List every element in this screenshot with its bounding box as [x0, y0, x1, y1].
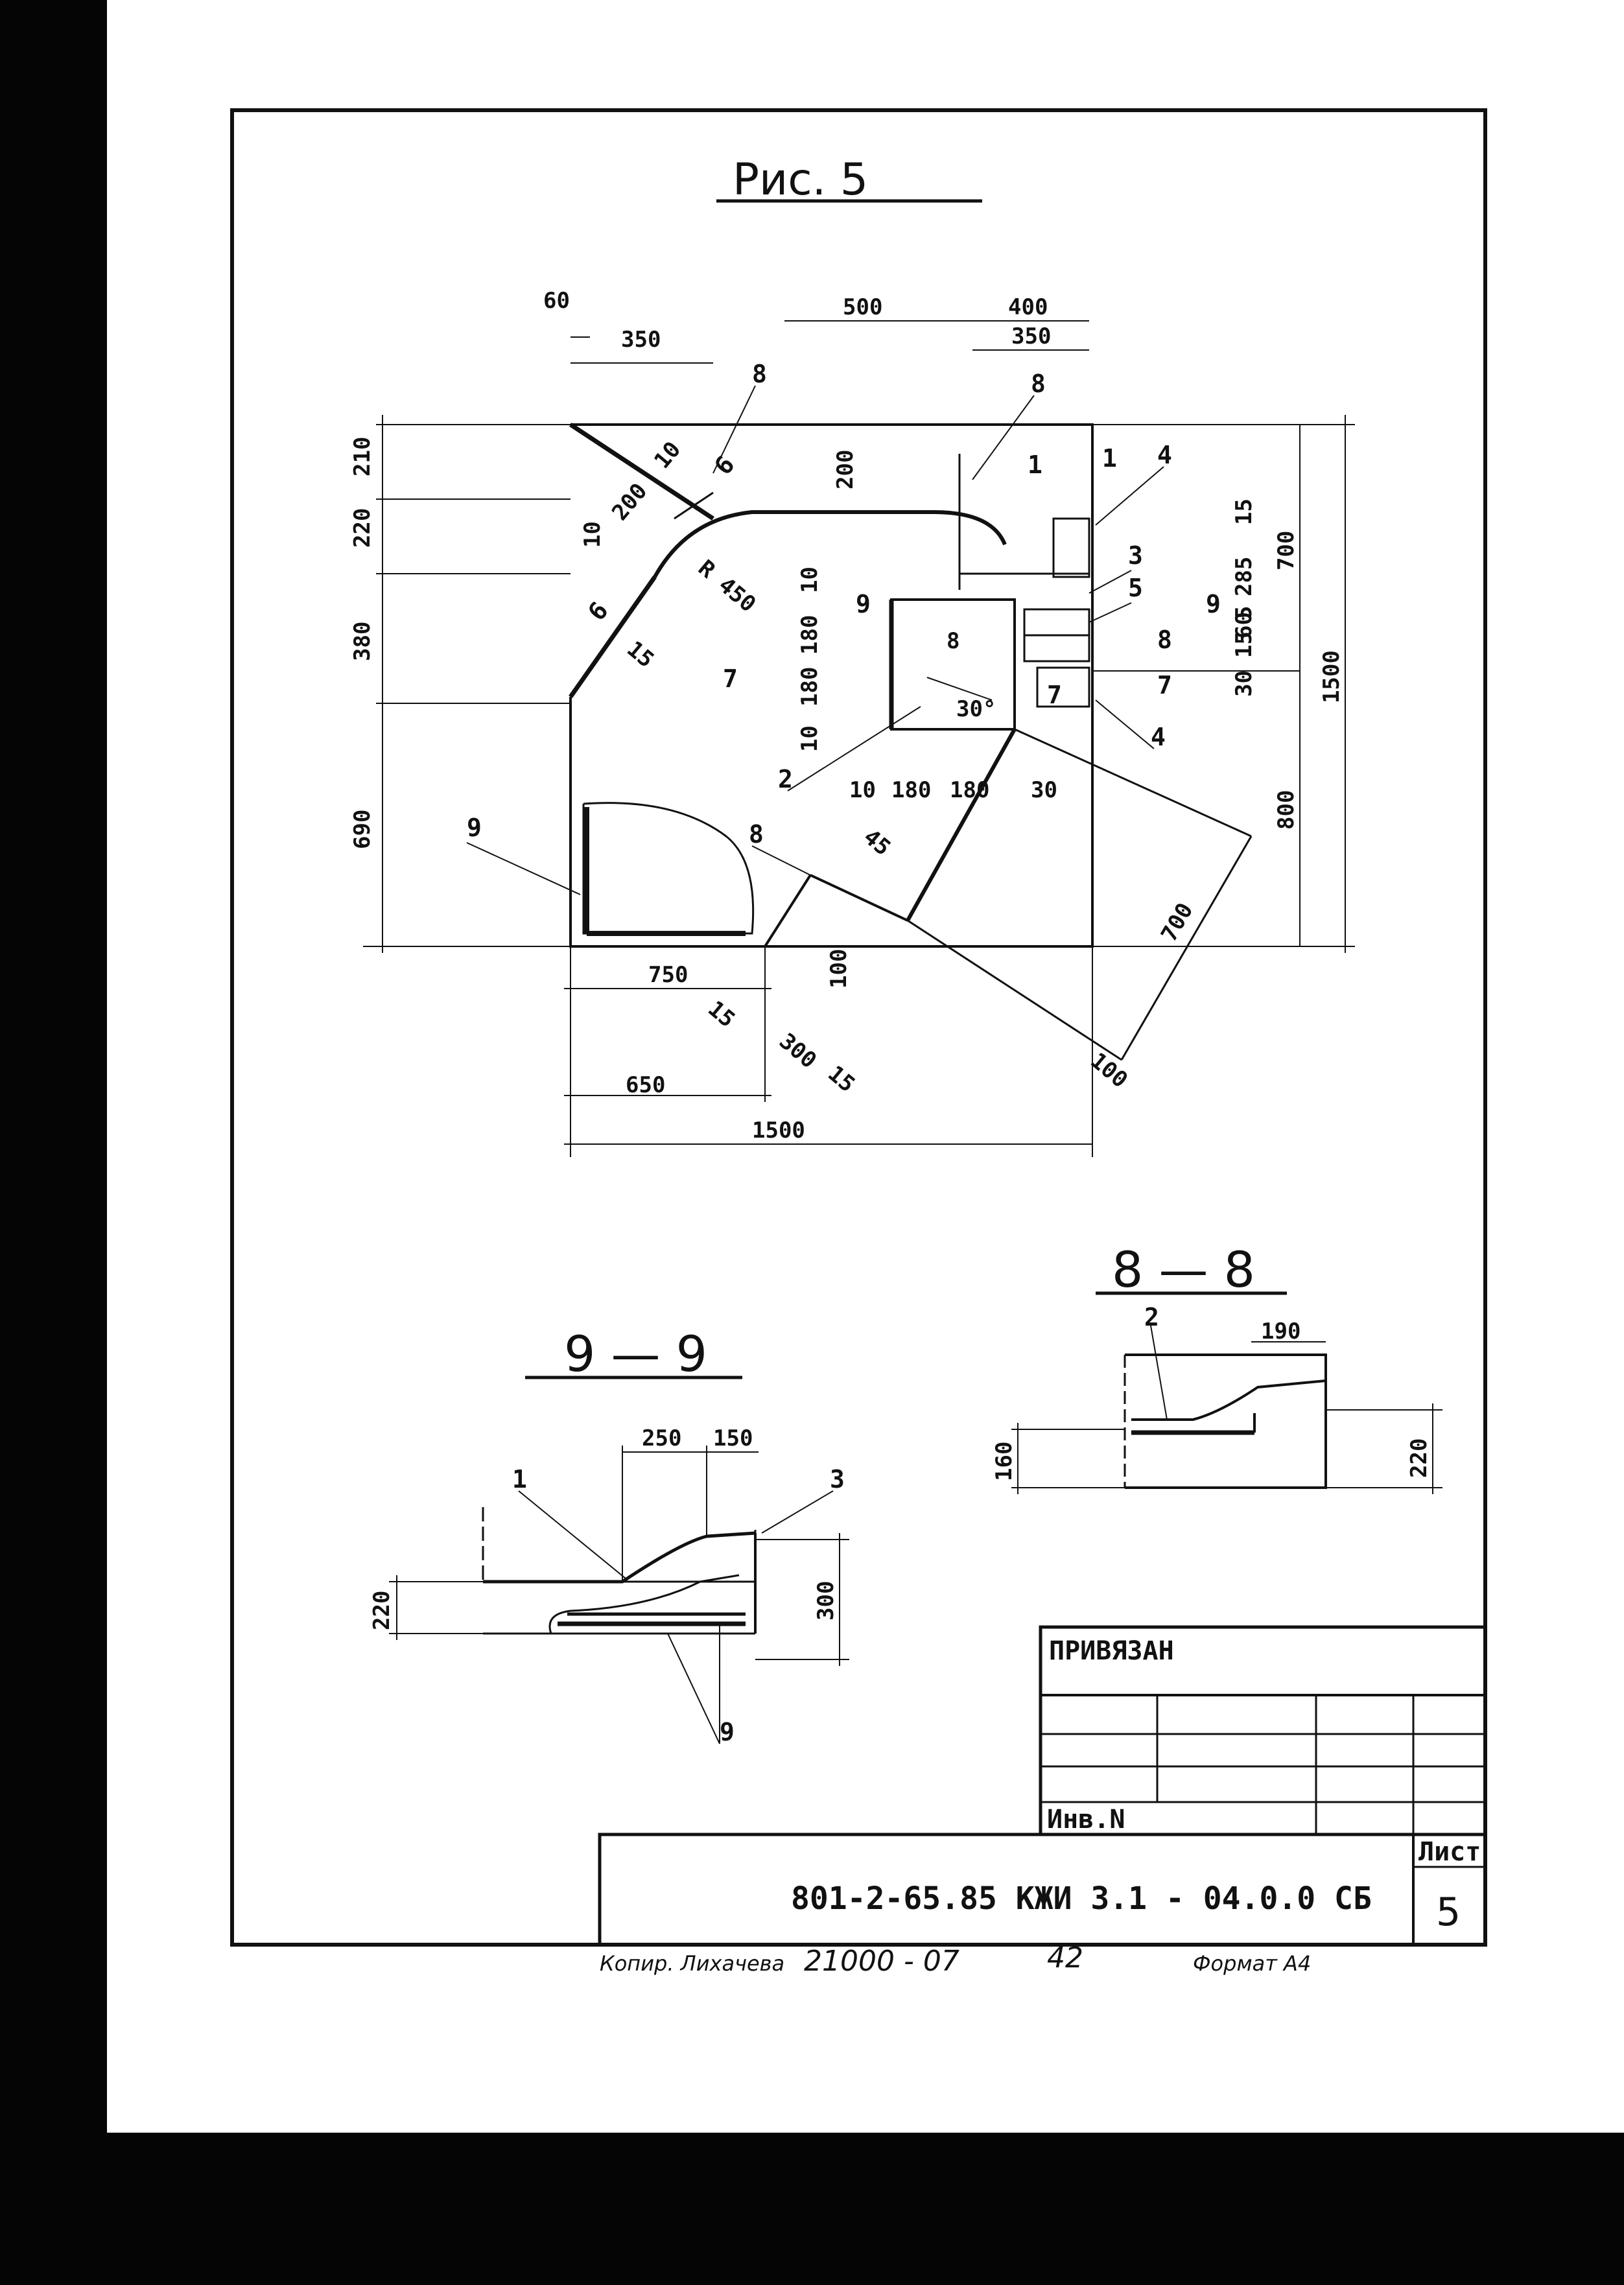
dim-10-d: 10 — [797, 725, 823, 752]
dim-750: 750 — [648, 962, 688, 988]
dim-690: 690 — [349, 810, 375, 849]
dim-15: 15 — [1231, 498, 1257, 525]
sec88-dim-220: 220 — [1406, 1438, 1432, 1478]
dim-angle: 30° — [956, 696, 996, 722]
dim-5: 5 — [1231, 606, 1257, 619]
footer-order: 21000 - 07 — [804, 1945, 959, 1978]
callout-8-right: 8 — [1031, 369, 1046, 398]
section-99-title: 9 — 9 — [564, 1325, 707, 1383]
callout-8-mid: 8 — [1157, 626, 1172, 654]
callout-4-bottom: 4 — [1151, 723, 1166, 751]
callout-2: 2 — [778, 765, 793, 793]
scan-margin-bottom — [0, 2133, 1624, 2285]
callout-7-inner: 7 — [1047, 681, 1062, 709]
dim-10-b: 10 — [580, 521, 606, 548]
dim-45: 45 — [858, 824, 895, 861]
dim-60-right: 60 — [1231, 612, 1257, 639]
dim-r450: R 450 — [693, 555, 760, 617]
dim-15b: 15 — [1231, 631, 1257, 658]
sheet-frame — [230, 108, 1487, 1947]
dim-220: 220 — [349, 508, 375, 548]
scan-margin-left — [0, 0, 107, 2133]
sec88-dim-160: 160 — [991, 1442, 1017, 1481]
plan-view — [363, 320, 1355, 1157]
dim-500: 500 — [843, 294, 882, 320]
callout-8-bottom: 8 — [749, 820, 764, 849]
section-99-drawing — [389, 1446, 849, 1744]
dim-210: 210 — [349, 437, 375, 476]
dim-200-diag: 200 — [607, 478, 652, 526]
footer-format: Формат А4 — [1193, 1951, 1311, 1976]
figure-title: Рис. 5 — [733, 154, 868, 205]
dim-300: 300 — [774, 1028, 821, 1073]
dim-285: 285 — [1231, 557, 1257, 596]
dim-10-a: 10 — [649, 437, 686, 474]
callout-7-right: 7 — [1157, 671, 1172, 699]
dim-1500-right: 1500 — [1319, 650, 1345, 703]
callout-4-top: 4 — [1157, 441, 1172, 469]
dim-650: 650 — [626, 1072, 665, 1098]
callout-6-b: 6 — [582, 596, 613, 626]
dim-100: 100 — [826, 949, 852, 989]
sec99-callout-3: 3 — [830, 1465, 845, 1494]
dim-30: 30 — [1231, 670, 1257, 697]
dim-8: 8 — [947, 628, 959, 654]
dim-180-b: 180 — [797, 667, 823, 707]
sec99-dim-250: 250 — [642, 1425, 681, 1451]
dim-30-b: 30 — [1031, 777, 1057, 803]
dim-10-e: 10 — [849, 777, 876, 803]
dim-180-a: 180 — [797, 615, 823, 655]
callout-7-left: 7 — [723, 664, 738, 693]
scan-margin-right — [1587, 0, 1624, 2133]
dim-1500-bottom: 1500 — [752, 1118, 805, 1143]
callout-5: 5 — [1128, 574, 1143, 602]
sec99-callout-9: 9 — [720, 1718, 735, 1746]
dim-15-br: 15 — [823, 1060, 860, 1097]
footer-page: 42 — [1047, 1941, 1083, 1974]
callout-6-a: 6 — [709, 451, 740, 480]
callout-9-bl: 9 — [467, 814, 482, 842]
callout-3: 3 — [1128, 541, 1143, 570]
callout-1-b: 1 — [1102, 444, 1117, 473]
sec99-dim-150: 150 — [713, 1425, 753, 1451]
section-88-drawing — [1011, 1325, 1442, 1494]
callout-9-left: 9 — [856, 590, 871, 618]
dim-15-bl: 15 — [703, 996, 740, 1033]
dim-10-c: 10 — [797, 567, 823, 593]
dim-180-d: 180 — [950, 777, 989, 803]
sec99-dim-300: 300 — [813, 1581, 839, 1621]
dim-700: 700 — [1273, 531, 1299, 570]
section-88-title: 8 — 8 — [1112, 1241, 1255, 1298]
callout-1-a: 1 — [1028, 451, 1042, 479]
dim-800: 800 — [1273, 790, 1299, 830]
plan-dimensions: 60 350 500 400 350 210 220 380 690 1500 … — [349, 288, 1345, 1143]
document-code: 801-2-65.85 КЖИ 3.1 - 04.0.0 СБ — [791, 1881, 1372, 1917]
dim-350-right: 350 — [1011, 323, 1051, 349]
dim-60: 60 — [543, 288, 570, 314]
title-block-inv: Инв.N — [1047, 1805, 1125, 1834]
dim-15-inner: 15 — [622, 636, 659, 673]
callout-8-top: 8 — [752, 360, 767, 388]
sec88-callout-2: 2 — [1144, 1303, 1159, 1331]
title-block-sheet-label: Лист — [1418, 1837, 1481, 1867]
sec99-dim-220: 220 — [369, 1591, 395, 1630]
title-block-sheet-number: 5 — [1436, 1890, 1461, 1935]
dim-180-c: 180 — [891, 777, 931, 803]
sec99-callout-1: 1 — [512, 1465, 527, 1494]
dim-400: 400 — [1008, 294, 1048, 320]
dim-380: 380 — [349, 622, 375, 661]
title-block-bound: ПРИВЯЗАН — [1049, 1636, 1174, 1666]
title-block — [598, 1625, 1487, 1947]
dim-350: 350 — [621, 327, 661, 353]
dim-200-top: 200 — [832, 450, 858, 489]
plan-leaders — [466, 385, 1164, 895]
sec88-dim-190: 190 — [1261, 1318, 1300, 1344]
footer-copied: Копир. Лихачева — [600, 1951, 784, 1976]
callout-9-right: 9 — [1206, 590, 1221, 618]
